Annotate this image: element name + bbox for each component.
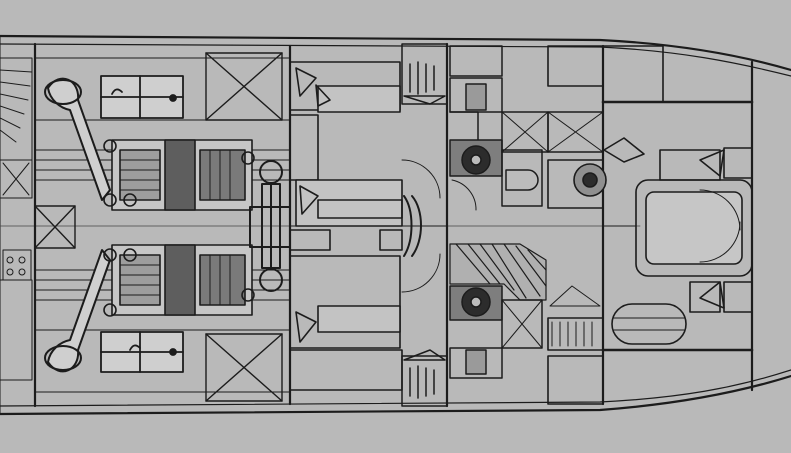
shaft-couplings (249, 160, 291, 292)
exhaust-arm-bottom (44, 249, 111, 373)
longitudinal-runs (34, 57, 637, 393)
engine-top (103, 139, 255, 211)
engine-hatch-top (205, 52, 283, 121)
exhaust-arm-top (44, 77, 111, 201)
engine-bottom (103, 244, 255, 317)
aft-cabins (289, 61, 441, 391)
hull-outline (0, 34, 791, 416)
generator-panel-bottom (100, 331, 184, 373)
generator-panel-top (100, 75, 184, 119)
side-boxes (34, 205, 76, 249)
stern-stair (0, 57, 33, 381)
bathrooms (401, 43, 604, 407)
engine-hatch-bottom (205, 333, 283, 402)
bow-cabin (547, 45, 754, 405)
engine-room (34, 52, 291, 402)
